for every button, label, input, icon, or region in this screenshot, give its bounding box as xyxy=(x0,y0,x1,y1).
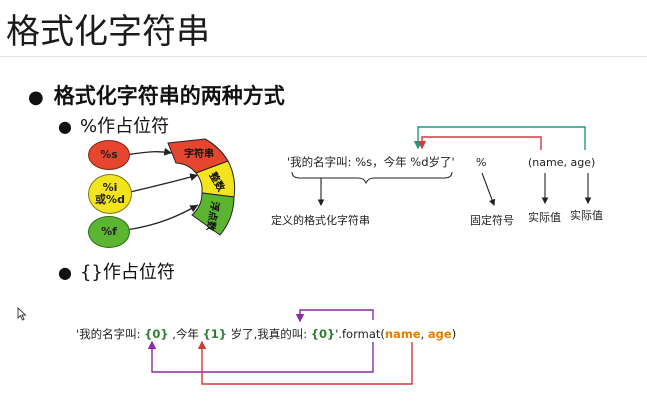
arc-segment-float xyxy=(191,192,235,236)
teal-arrow xyxy=(413,126,586,150)
bullet-dot-icon: ● xyxy=(58,263,72,282)
code-part1: '我的名字叫: xyxy=(76,327,145,341)
placeholder-1: {1} xyxy=(202,327,227,341)
bullet-percent: ● %作占位符 xyxy=(58,112,169,138)
percent-symbol: % xyxy=(476,156,487,169)
label-actual-value-2: 实际值 xyxy=(570,209,603,222)
arrow-i-to-int xyxy=(125,173,199,194)
format-example-arrows xyxy=(147,309,413,385)
format-string: '我的名字叫: %s，今年 %d岁了' xyxy=(287,155,455,169)
label-fixed-symbol: 固定符号 xyxy=(470,214,514,227)
label-defined-format: 定义的格式化字符串 xyxy=(271,214,370,227)
code-close: ) xyxy=(451,327,457,341)
slide-title: 格式化字符串 xyxy=(6,12,210,52)
arc-label-string: 字符串 xyxy=(184,147,214,160)
placeholder-0: {0} xyxy=(144,327,169,341)
bullet-braces: ● {}作占位符 xyxy=(58,258,175,284)
code-part4: '.format( xyxy=(335,327,385,341)
arrow-to-fixed xyxy=(481,172,496,207)
blob-i-d: %i 或%d xyxy=(88,174,132,214)
arrow-s-to-string xyxy=(125,147,173,156)
blob-s: %s xyxy=(88,140,130,170)
bullet-percent-text: %作占位符 xyxy=(79,116,170,137)
code-part2: ,今年 xyxy=(168,327,203,341)
purple-arrow-bottom xyxy=(147,340,374,373)
format-example-code: '我的名字叫: {0} ,今年 {1} 岁了,我真的叫: {0}'.format… xyxy=(76,326,456,342)
code-sep: , xyxy=(420,327,428,341)
title-divider xyxy=(0,56,647,57)
format-explanation-arrows xyxy=(291,126,592,207)
arg-name: name xyxy=(384,327,421,341)
bullet-braces-text: {}作占位符 xyxy=(79,262,175,283)
red-arrow xyxy=(417,136,542,150)
bullet-dot-icon: ● xyxy=(58,117,72,136)
bullet-dot-icon: ● xyxy=(28,87,44,108)
args-tuple: (name, age) xyxy=(528,156,596,169)
blob-f: %f xyxy=(88,216,130,248)
arg-age: age xyxy=(427,327,452,341)
placeholder-0b: {0} xyxy=(310,327,336,341)
placeholder-type-diagram: 字符串 整数 浮点数 xyxy=(125,138,236,236)
brace xyxy=(291,171,453,185)
bullet-main-text: 格式化字符串的两种方式 xyxy=(53,84,285,108)
label-actual-value-1: 实际值 xyxy=(528,211,561,224)
purple-arrow-top xyxy=(295,309,374,323)
red-arrow-bottom xyxy=(197,340,413,385)
code-part3: 岁了,我真的叫: xyxy=(226,327,311,341)
bullet-main: ● 格式化字符串的两种方式 xyxy=(28,80,285,110)
arrow-f-to-float xyxy=(125,204,199,231)
mouse-cursor-icon xyxy=(17,307,27,321)
